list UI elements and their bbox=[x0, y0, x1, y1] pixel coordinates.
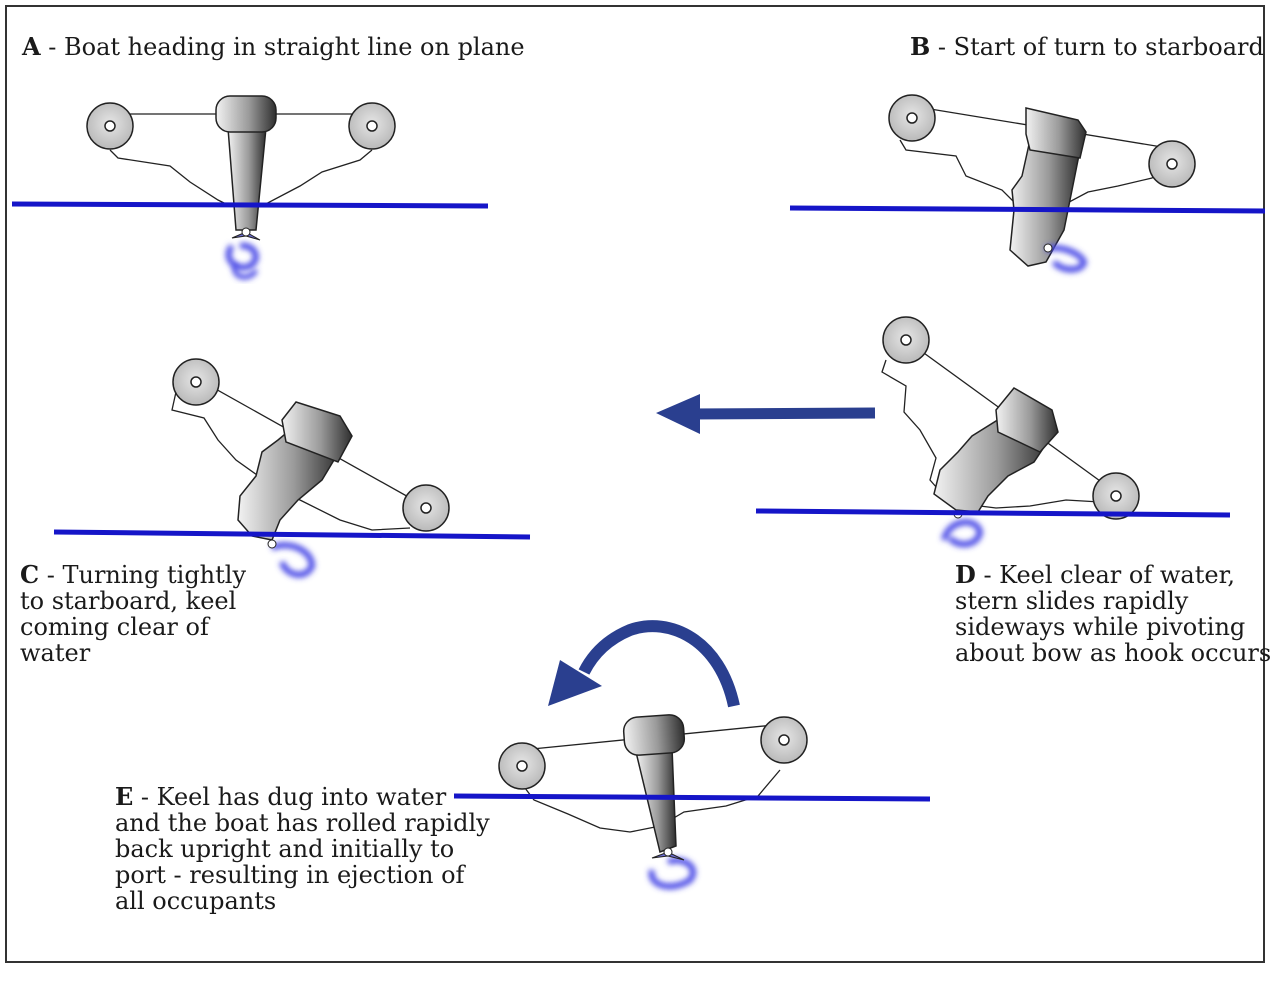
caption-e-line2: and the boat has rolled rapidly bbox=[115, 809, 490, 837]
propeller-spray-a bbox=[225, 242, 259, 280]
boat-e-rolled-back bbox=[453, 714, 931, 890]
propeller-spray-c bbox=[270, 542, 316, 578]
boat-a-upright bbox=[11, 95, 489, 280]
caption-e-line4: port - resulting in ejection of bbox=[115, 861, 465, 889]
propeller-spray-b bbox=[1044, 244, 1088, 273]
wheel-left-b bbox=[888, 94, 936, 142]
caption-e: E - Keel has dug into water and the boat… bbox=[115, 782, 490, 915]
caption-e-line1: - Keel has dug into water bbox=[133, 783, 447, 811]
caption-a-text: - Boat heading in straight line on plane bbox=[40, 33, 525, 61]
roll-arrow-curved bbox=[548, 620, 740, 708]
wheel-right-e bbox=[760, 716, 808, 764]
caption-c-line4: water bbox=[20, 639, 91, 667]
boat-b-tilting bbox=[789, 94, 1266, 273]
caption-d-line4: about bow as hook occurs bbox=[955, 639, 1272, 667]
caption-b-text: - Start of turn to starboard bbox=[930, 33, 1264, 61]
motor-cowling-d bbox=[995, 387, 1059, 453]
caption-c-line1: - Turning tightly bbox=[39, 561, 247, 589]
outboard-motor-e bbox=[635, 747, 677, 854]
motor-cowling-e bbox=[622, 714, 686, 756]
caption-c: C - Turning tightly to starboard, keel c… bbox=[20, 560, 247, 667]
outboard-motor-a bbox=[227, 127, 267, 231]
wheel-right-a bbox=[348, 102, 396, 150]
motor-cowling-b bbox=[1025, 107, 1087, 159]
water-line-b bbox=[789, 205, 1266, 214]
caption-c-letter: C bbox=[20, 560, 40, 589]
caption-e-letter: E bbox=[115, 782, 134, 811]
caption-b: B - Start of turn to starboard bbox=[910, 32, 1264, 61]
motor-cowling-c bbox=[281, 401, 353, 463]
propeller-spray-e bbox=[648, 857, 697, 890]
wheel-left-c bbox=[172, 358, 220, 406]
wheel-right-c bbox=[402, 484, 450, 532]
water-line-e bbox=[453, 793, 931, 802]
outboard-motor-b bbox=[1009, 139, 1081, 267]
caption-c-line2: to starboard, keel bbox=[20, 587, 237, 615]
caption-d-letter: D bbox=[955, 560, 976, 589]
caption-d-line1: - Keel clear of water, bbox=[975, 561, 1236, 589]
motor-cowling-a bbox=[215, 95, 277, 133]
caption-b-letter: B bbox=[910, 32, 931, 61]
water-line-d bbox=[755, 508, 1231, 518]
wheel-left-e bbox=[498, 742, 546, 790]
caption-e-line5: all occupants bbox=[115, 887, 277, 915]
water-line-a bbox=[11, 201, 489, 209]
caption-d-line3: sideways while pivoting bbox=[955, 613, 1246, 641]
wheel-right-b bbox=[1148, 140, 1196, 188]
direction-arrow-left bbox=[656, 394, 876, 434]
wheel-left-d bbox=[882, 316, 930, 364]
boat-d-hooking bbox=[755, 316, 1231, 548]
caption-d-line2: stern slides rapidly bbox=[955, 587, 1189, 615]
boat-c-turning bbox=[53, 358, 531, 578]
caption-d: D - Keel clear of water, stern slides ra… bbox=[955, 560, 1272, 667]
caption-a: A - Boat heading in straight line on pla… bbox=[22, 32, 525, 61]
caption-c-line3: coming clear of bbox=[20, 613, 209, 641]
wheel-left-a bbox=[86, 102, 134, 150]
water-line-c bbox=[53, 529, 531, 540]
caption-e-line3: back upright and initially to bbox=[115, 835, 455, 863]
caption-a-letter: A bbox=[22, 32, 41, 61]
propeller-spray-d bbox=[941, 519, 984, 548]
